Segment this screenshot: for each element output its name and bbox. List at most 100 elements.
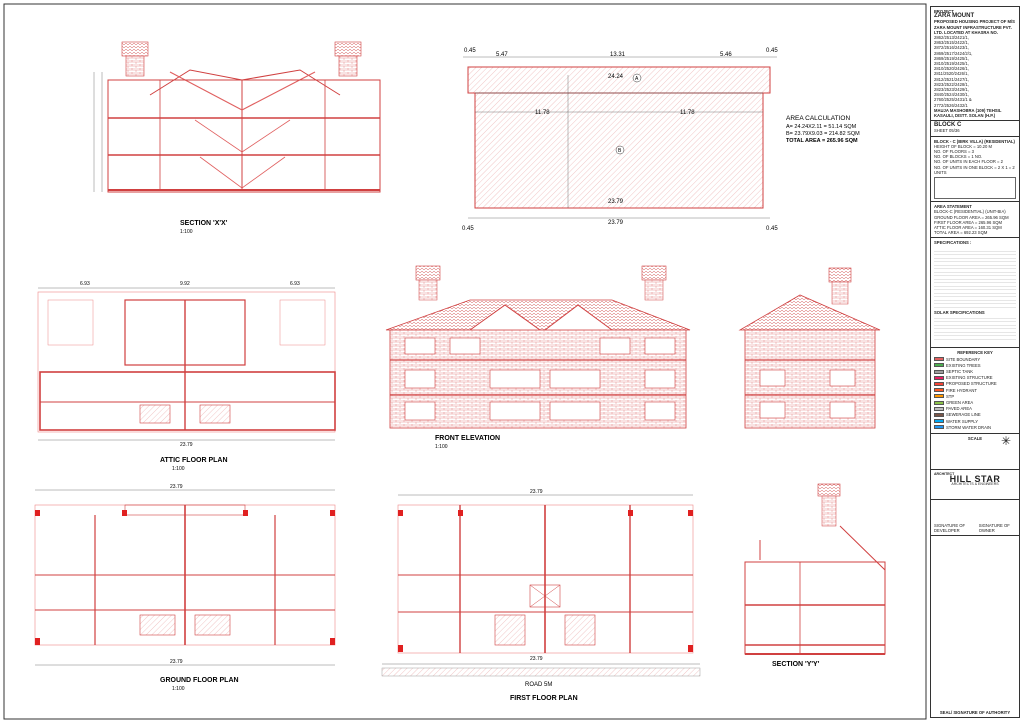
legend-label: FIRE HYDRANT — [946, 387, 977, 393]
area-line: FIRST FLOOR AREA = 265.96 SQM — [934, 219, 1002, 225]
reference-key-item: FIRE HYDRANT — [934, 388, 1016, 393]
reference-key-item: EXISTING STRUCTURE — [934, 375, 1016, 380]
road-label: ROAD 5M — [525, 682, 552, 688]
legend-label: SEWERAGE LINE — [946, 412, 981, 418]
reference-key-item: GREEN AREA — [934, 400, 1016, 405]
legend-swatch — [934, 425, 944, 430]
ground-dim-bottom: 23.79 — [170, 659, 183, 665]
project-name: ZARA MOUNT — [934, 13, 975, 20]
area-line: GROUND FLOOR AREA = 265.96 SQM — [934, 214, 1009, 220]
section-xx-scale: 1:100 — [180, 229, 193, 235]
attic-title: ATTIC FLOOR PLAN — [160, 457, 228, 464]
legend-swatch — [934, 363, 944, 368]
attic-dim-top-2: 6.93 — [290, 281, 300, 287]
area-line: TOTAL AREA = 692.23 SQM — [934, 230, 988, 236]
specifications-title: SPECIFICATIONS : — [934, 240, 972, 246]
area-calc-title: AREA CALCULATION — [786, 115, 850, 122]
spec-lines — [934, 247, 1016, 308]
block-desc: BLOCK - C (BIRK VILLA) (RESIDENTIAL) — [934, 138, 1015, 144]
khasra-item: 2872/2516/2423/1, — [934, 45, 969, 51]
authority-signature: SEAL/ SIGNATURE OF AUTHORITY — [939, 709, 1011, 715]
firm-name: HILL STAR — [949, 474, 1001, 485]
ground-title: GROUND FLOOR PLAN — [160, 677, 239, 684]
khasra-list: 2862/2513/2421/1, 2863/2515/2422/1, 2872… — [934, 35, 1016, 108]
area-line: ATTIC FLOOR AREA = 160.31 SQM — [934, 224, 1002, 230]
khasra-item: 2811/2520/2426/1, — [934, 71, 969, 77]
unit-table — [934, 177, 1016, 200]
area-dim-top-0: 0.45 — [464, 48, 476, 54]
legend-swatch — [934, 394, 944, 399]
legend-swatch — [934, 406, 944, 411]
legend-swatch — [934, 369, 944, 374]
legend-label: PAVED AREA — [946, 406, 972, 412]
khasra-item: 2760/2525/2431/1 & — [934, 97, 972, 103]
north-arrow-icon: ✳ — [1000, 434, 1011, 449]
block-stat: NO. OF UNITS IN ONE BLOCK = 2 X 1 = 2 UN… — [934, 164, 1015, 175]
area-calc-a: A= 24.24X2.11 = 51.14 SQM — [786, 124, 857, 130]
area-label-a: A — [635, 76, 639, 82]
area-dim-top-1: 5.47 — [496, 52, 508, 58]
attic-dim-top-1: 9.92 — [180, 281, 190, 287]
area-statement-title: AREA STATEMENT — [934, 204, 972, 210]
legend-label: EXISTING STRUCTURE — [946, 375, 993, 381]
scale-title: SCALE — [967, 435, 983, 441]
block-stat: NO. OF BLOCKS = 1 NO. — [934, 154, 983, 160]
legend-label: WATER SUPPLY — [946, 418, 979, 424]
attic-dim-bottom: 23.79 — [180, 442, 193, 448]
location: MAUJA MASHOBRA (109) TEHSIL KASAULI, DIS… — [934, 107, 1002, 119]
khasra-item: 2810/2519/2425/1, — [934, 61, 969, 67]
drawing-canvas: SECTION 'X'X' 1:100 0.45 5.47 13.31 5.46… — [3, 3, 927, 720]
block-cell: BLOCK C SHEET 05/36 — [931, 121, 1019, 137]
khasra-item: 2840/2524/2430/1, — [934, 92, 969, 98]
reference-key-item: STORM WATER DRAIN — [934, 425, 1016, 430]
block-stat: NO. OF UNITS IN EACH FLOOR = 2 — [934, 159, 1003, 165]
block-desc-cell: BLOCK - C (BIRK VILLA) (RESIDENTIAL) HEI… — [931, 137, 1019, 203]
solar-lines — [934, 314, 1016, 340]
owner-signature: SIGNATURE OF OWNER — [978, 522, 1010, 533]
front-elevation: FRONT ELEVATION 1:100 — [385, 265, 691, 450]
section-yy-title: SECTION 'Y'Y' — [772, 661, 820, 668]
legend-label: STP — [946, 393, 955, 399]
reference-key-item: WATER SUPPLY — [934, 419, 1016, 424]
khasra-item: 2862/2513/2421/1, — [934, 35, 969, 41]
project-desc: PROPOSED HOUSING PROJECT OF M/S ZARA MOU… — [934, 19, 1015, 35]
area-dim-top-4: 0.45 — [766, 48, 778, 54]
reference-key-title: REFERENCE KEY — [957, 350, 993, 356]
section-xx-drawing: SECTION 'X'X' 1:100 — [93, 41, 381, 235]
project-cell: PROJECT ZARA MOUNT PROPOSED HOUSING PROJ… — [931, 7, 1019, 122]
legend-label: SITE BOUNDARY — [946, 356, 981, 362]
architect-cell: ARCHITECT HILL STAR ARCHITECTS & ENGINEE… — [931, 470, 1019, 500]
area-dim-bottom-end-right: 0.45 — [766, 226, 778, 232]
ground-dim-top: 23.79 — [170, 484, 183, 490]
area-line: BLOCK-C (RESIDENTIAL) (UNIT-BIA) — [934, 209, 1006, 215]
first-dim-top: 23.79 — [530, 489, 543, 495]
architect-label: ARCHITECT — [934, 471, 955, 476]
legend-label: EXISTING TREES — [946, 362, 981, 368]
reference-key-item: SEWERAGE LINE — [934, 412, 1016, 417]
attic-scale: 1:100 — [172, 466, 185, 472]
first-dim-bottom: 23.79 — [530, 656, 543, 662]
attic-dim-top-0: 6.93 — [80, 281, 90, 287]
firm-subtitle: ARCHITECTS & ENGINEERS — [951, 482, 999, 487]
area-calc-total: TOTAL AREA = 265.96 SQM — [786, 138, 858, 144]
block-stat: HEIGHT OF BLOCK = 10.20 M — [934, 143, 992, 149]
title-block: PROJECT ZARA MOUNT PROPOSED HOUSING PROJ… — [930, 6, 1020, 718]
legend-label: PROPOSED STRUCTURE — [946, 381, 997, 387]
section-yy-drawing: SECTION 'Y'Y' — [744, 483, 886, 668]
khasra-item: 2863/2515/2422/1, — [934, 40, 969, 46]
specifications-cell: SPECIFICATIONS : SOLAR SPECIFICATIONS — [931, 238, 1019, 349]
khasra-item: 2823/2522/2428/1, — [934, 81, 969, 87]
solar-title: SOLAR SPECIFICATIONS — [934, 309, 985, 315]
sheet-number: SHEET 05/36 — [934, 128, 960, 134]
khasra-item: 2823/2523/2429/1, — [934, 87, 969, 93]
reference-key-item: STP — [934, 394, 1016, 399]
ground-floor-plan: 23.79 23.79 GROUND FLOOR PLAN 1:100 — [34, 484, 336, 692]
khasra-item: 2772/2526/2432/1 — [934, 102, 968, 108]
scale-cell: SCALE ✳ — [931, 434, 1019, 470]
legend-swatch — [934, 375, 944, 380]
area-dim-mid-left: 11.78 — [535, 110, 550, 116]
legend-label: STORM WATER DRAIN — [946, 424, 992, 430]
area-dim-bottom-outer: 23.79 — [608, 220, 624, 226]
